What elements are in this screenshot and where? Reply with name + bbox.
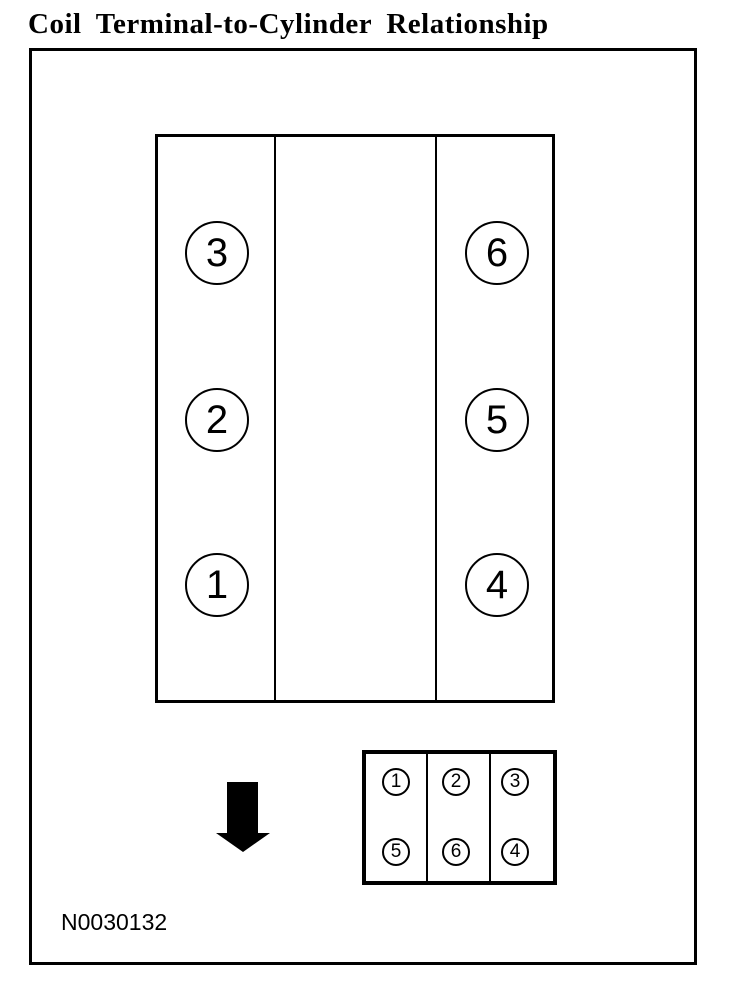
figure-id: N0030132 [61,909,168,935]
coil-terminal-2: 2 [185,388,249,452]
connector-divider-right [489,754,491,881]
down-arrow-icon [216,782,270,852]
figure-frame: 3 2 1 6 5 4 1 2 3 5 6 4 N0030132 [29,48,697,965]
coil-terminal-5: 5 [465,388,529,452]
terminal-layout-diagram: 1 2 3 5 6 4 [362,750,557,885]
connector-terminal-6: 6 [442,838,470,866]
connector-terminal-4: 4 [501,838,529,866]
coil-pack-diagram: 3 2 1 6 5 4 [155,134,555,703]
connector-terminal-2: 2 [442,768,470,796]
coil-terminal-6: 6 [465,221,529,285]
connector-divider-left [426,754,428,881]
coil-terminal-3: 3 [185,221,249,285]
coil-terminal-1: 1 [185,553,249,617]
connector-terminal-1: 1 [382,768,410,796]
connector-terminal-5: 5 [382,838,410,866]
coil-terminal-4: 4 [465,553,529,617]
page-title: Coil Terminal-to-Cylinder Relationship [28,8,549,40]
coil-pack-divider-right [435,137,437,700]
connector-terminal-3: 3 [501,768,529,796]
coil-pack-divider-left [274,137,276,700]
